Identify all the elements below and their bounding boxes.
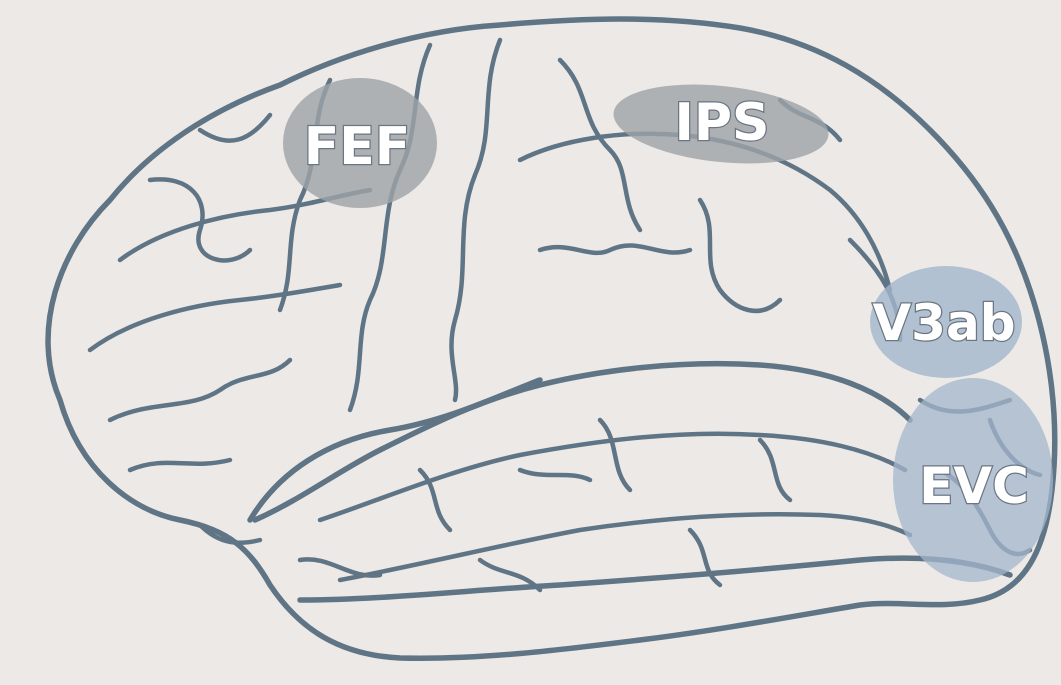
postcentral-sulcus	[451, 40, 500, 400]
temporal-fold-3	[760, 440, 790, 500]
evc-label: EVC	[919, 457, 1029, 515]
ips-label: IPS	[675, 93, 770, 153]
inferior-frontal-sulcus	[90, 285, 340, 350]
v3ab-label: V3ab	[872, 294, 1015, 352]
temporal-fold-2	[600, 420, 630, 490]
frontal-fold-2	[110, 360, 290, 420]
parietal-fold-2	[700, 200, 780, 311]
parietal-fold-3	[540, 245, 690, 252]
fef-label: FEF	[304, 117, 411, 177]
inferior-temporal-sulcus	[340, 514, 910, 580]
temporal-fold-4	[520, 470, 590, 480]
frontal-fold-1	[150, 179, 250, 260]
frontal-fold-4	[130, 460, 230, 470]
parietal-fold-1	[560, 60, 640, 230]
